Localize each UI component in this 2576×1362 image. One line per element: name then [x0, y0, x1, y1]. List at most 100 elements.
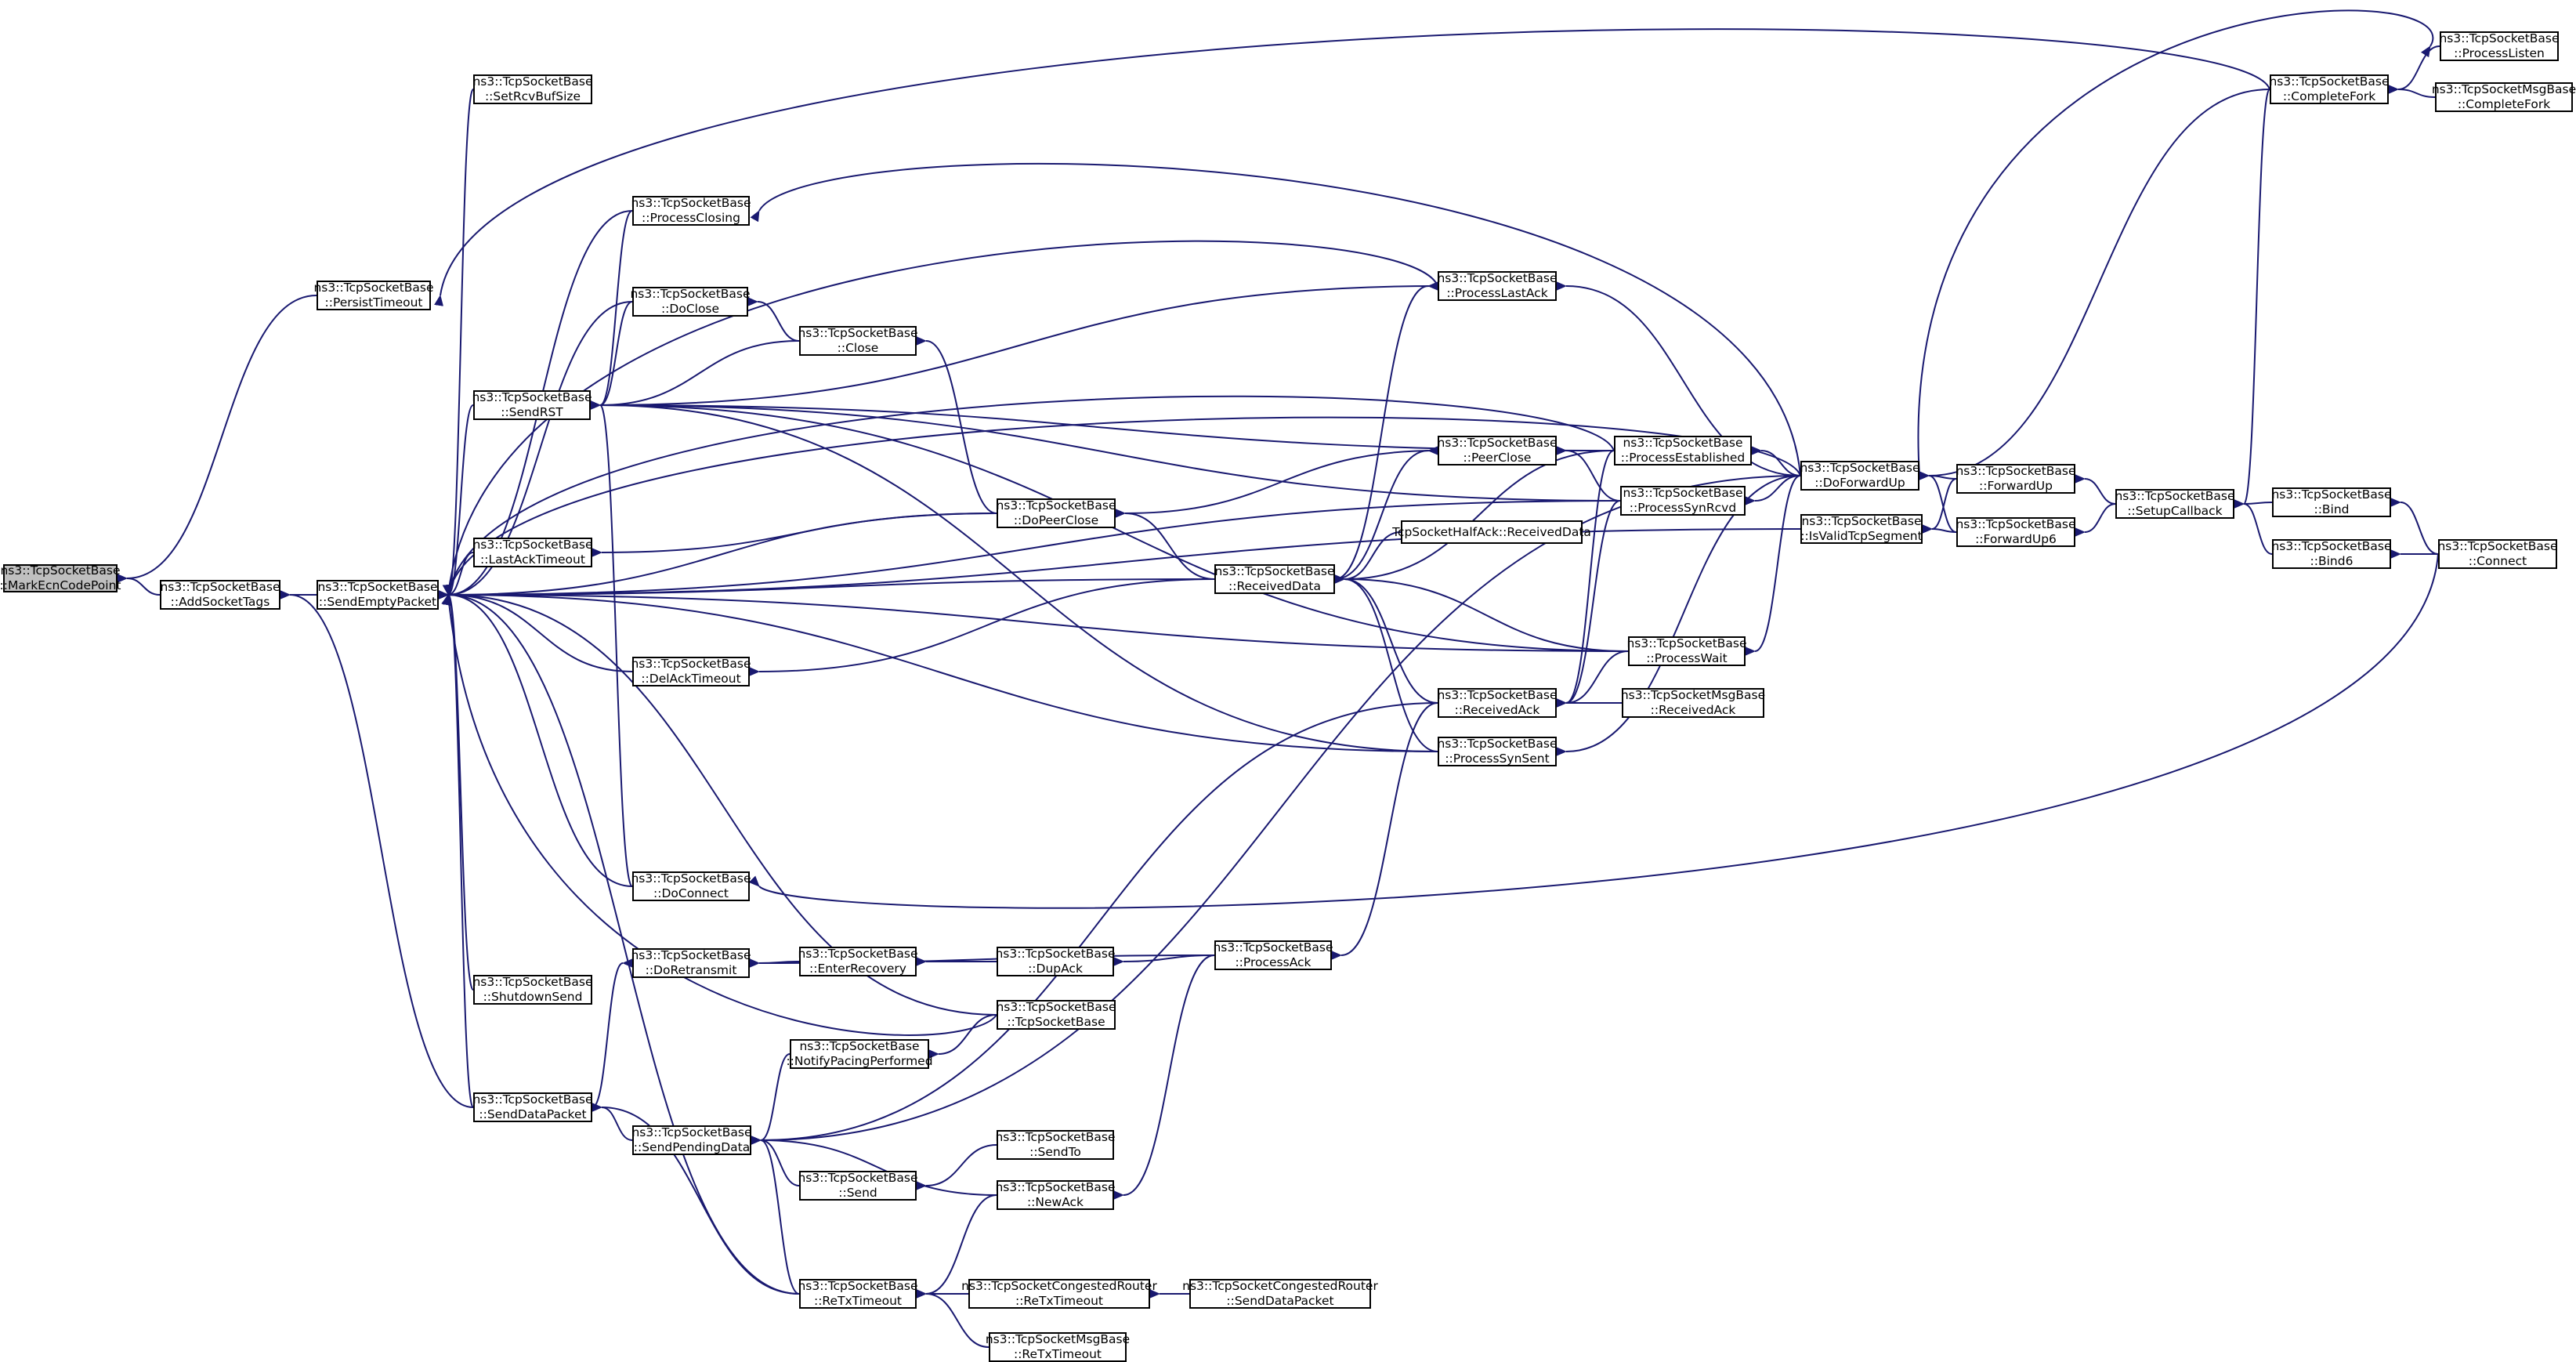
- edge-persist-to-markecn: [116, 295, 317, 584]
- node-delacktimeout[interactable]: ns3::TcpSocketBase::DelAckTimeout: [631, 657, 751, 686]
- edge-completefork-to-setupcb: [2233, 89, 2270, 509]
- node-dupack[interactable]: ns3::TcpSocketBase::DupAck: [995, 947, 1116, 976]
- node-msgretx[interactable]: ns3::TcpSocketMsgBase::ReTxTimeout: [986, 1332, 1130, 1362]
- node-label-line1: ns3::TcpSocketBase: [472, 975, 593, 989]
- node-procsynsent[interactable]: ns3::TcpSocketBase::ProcessSynSent: [1437, 737, 1558, 766]
- node-senddatapacket[interactable]: ns3::TcpSocketBase::SendDataPacket: [472, 1092, 593, 1122]
- node-label-line1: ns3::TcpSocketBase: [2115, 489, 2235, 503]
- node-bind6[interactable]: ns3::TcpSocketBase::Bind6: [2271, 539, 2392, 569]
- node-label-line2: ::Close: [837, 341, 879, 355]
- node-label-line2: ::ProcessListen: [2454, 46, 2545, 60]
- node-completefork[interactable]: ns3::TcpSocketBase::CompleteFork: [2269, 74, 2390, 104]
- node-doconnect[interactable]: ns3::TcpSocketBase::DoConnect: [631, 871, 751, 901]
- node-doretransmit[interactable]: ns3::TcpSocketBase::DoRetransmit: [631, 948, 751, 978]
- edge-halfack-to-receiveddata: [1333, 531, 1402, 585]
- node-halfack[interactable]: TcpSocketHalfAck::ReceivedData: [1392, 520, 1591, 544]
- edge-newack-to-retxtimeout: [915, 1194, 997, 1299]
- edge-retxtimeout-to-senddatapacket: [591, 1102, 800, 1295]
- node-persist[interactable]: ns3::TcpSocketBase::PersistTimeout: [313, 281, 434, 310]
- node-receivedack[interactable]: ns3::TcpSocketBase::ReceivedAck: [1437, 688, 1558, 718]
- node-label-line2: ::ProcessClosing: [642, 211, 740, 225]
- edge-close-to-sendrst: [589, 340, 800, 411]
- node-isvalid[interactable]: ns3::TcpSocketBase::IsValidTcpSegment: [1800, 514, 1923, 544]
- node-bind[interactable]: ns3::TcpSocketBase::Bind: [2271, 487, 2392, 517]
- edge-procestab-to-sendrst: [589, 400, 1615, 451]
- node-forwardup[interactable]: ns3::TcpSocketBase::ForwardUp: [1956, 464, 2076, 494]
- node-procclosing[interactable]: ns3::TcpSocketBase::ProcessClosing: [631, 196, 751, 226]
- node-label-line2: ::EnterRecovery: [809, 962, 906, 976]
- node-label-line2: ::DoClose: [660, 302, 720, 316]
- node-label-line2: ::LastAckTimeout: [480, 552, 585, 567]
- node-label-line1: TcpSocketHalfAck::ReceivedData: [1392, 524, 1591, 539]
- node-congretx[interactable]: ns3::TcpSocketCongestedRouter::ReTxTimeo…: [961, 1279, 1157, 1309]
- node-setupcb[interactable]: ns3::TcpSocketBase::SetupCallback: [2115, 489, 2235, 519]
- node-msgreceivedack[interactable]: ns3::TcpSocketMsgBase::ReceivedAck: [1621, 688, 1765, 718]
- node-doforwardup[interactable]: ns3::TcpSocketBase::DoForwardUp: [1800, 461, 1920, 491]
- node-label-line2: ::IsValidTcpSegment: [1800, 529, 1923, 543]
- node-doclose[interactable]: ns3::TcpSocketBase::DoClose: [630, 287, 751, 317]
- node-dopeerclose[interactable]: ns3::TcpSocketBase::DoPeerClose: [996, 498, 1116, 528]
- node-label-line2: ::SendTo: [1029, 1145, 1081, 1159]
- edge-doforwardup-to-proclastack: [1555, 281, 1801, 476]
- node-label-line1: ns3::TcpSocketBase: [996, 498, 1116, 513]
- node-label-line2: ::NewAck: [1026, 1195, 1084, 1209]
- node-proclastack[interactable]: ns3::TcpSocketBase::ProcessLastAck: [1437, 271, 1558, 301]
- node-label-line2: ::ReceivedData: [1228, 579, 1321, 593]
- edge-procsynrcvd-to-receivedack: [1555, 500, 1621, 708]
- node-label-line1: ns3::TcpSocketBase: [1956, 464, 2076, 478]
- node-send[interactable]: ns3::TcpSocketBase::Send: [798, 1171, 918, 1201]
- node-retxtimeout[interactable]: ns3::TcpSocketBase::ReTxTimeout: [798, 1279, 918, 1309]
- node-label-line1: ns3::TcpSocketBase: [798, 1279, 918, 1293]
- node-proclisten[interactable]: ns3::TcpSocketBase::ProcessListen: [2439, 31, 2560, 61]
- node-label-line1: ns3::TcpSocketBase: [1437, 688, 1558, 702]
- node-processack[interactable]: ns3::TcpSocketBase::ProcessAck: [1213, 940, 1333, 970]
- node-addtags[interactable]: ns3::TcpSocketBase::AddSocketTags: [160, 580, 280, 610]
- node-label-line2: ::AddSocketTags: [170, 595, 270, 609]
- edge-connect-to-bind: [2390, 497, 2439, 555]
- edge-send-to-sendpending: [750, 1135, 800, 1186]
- node-label-line2: ::DoPeerClose: [1013, 513, 1099, 527]
- node-label-line1: ns3::TcpSocketBase: [995, 947, 1116, 961]
- node-label-line2: ::DoConnect: [653, 886, 729, 900]
- node-congsenddata[interactable]: ns3::TcpSocketCongestedRouter::SendDataP…: [1182, 1279, 1378, 1309]
- node-label-line1: ns3::TcpSocketBase: [2437, 539, 2558, 553]
- node-label-line1: ns3::TcpSocketBase: [630, 287, 751, 301]
- node-sendpending[interactable]: ns3::TcpSocketBase::SendPendingData: [631, 1125, 752, 1155]
- node-sendto[interactable]: ns3::TcpSocketBase::SendTo: [995, 1130, 1116, 1160]
- node-label-line1: ns3::TcpSocketMsgBase: [2431, 82, 2576, 96]
- node-sendrst[interactable]: ns3::TcpSocketBase::SendRST: [472, 390, 592, 420]
- edge-ctor-to-sendempty: [437, 589, 997, 1016]
- node-procestab[interactable]: ns3::TcpSocketBase::ProcessEstablished: [1614, 436, 1752, 465]
- node-ctor[interactable]: ns3::TcpSocketBase::TcpSocketBase: [996, 1000, 1116, 1030]
- edge-procsynsent-to-sendrst: [589, 400, 1438, 752]
- node-shutdownsend[interactable]: ns3::TcpSocketBase::ShutdownSend: [472, 975, 593, 1005]
- node-label-line2: ::Send: [838, 1186, 877, 1200]
- node-label-line1: ns3::TcpSocketBase: [2439, 31, 2560, 45]
- node-connect[interactable]: ns3::TcpSocketBase::Connect: [2437, 539, 2558, 569]
- node-enterrecovery[interactable]: ns3::TcpSocketBase::EnterRecovery: [798, 947, 918, 976]
- node-setrcvbuf[interactable]: ns3::TcpSocketBase::SetRcvBufSize: [472, 74, 593, 104]
- edge-receiveddata-to-dopeerclose: [1114, 508, 1215, 580]
- node-notifypacing[interactable]: ns3::TcpSocketBase::NotifyPacingPerforme…: [786, 1039, 933, 1069]
- node-peerclose[interactable]: ns3::TcpSocketBase::PeerClose: [1437, 436, 1558, 465]
- edge-processack-to-newack: [1113, 954, 1215, 1201]
- node-procsynrcvd[interactable]: ns3::TcpSocketBase::ProcessSynRcvd: [1620, 486, 1746, 516]
- node-label-line2: ::CompleteFork: [2457, 97, 2551, 111]
- node-msgcompletefork[interactable]: ns3::TcpSocketMsgBase::CompleteFork: [2431, 82, 2576, 112]
- edge-senddatapacket-to-doretransmit: [592, 958, 634, 1108]
- node-label-line1: ns3::TcpSocketBase: [798, 947, 918, 961]
- node-forwardup6[interactable]: ns3::TcpSocketBase::ForwardUp6: [1956, 517, 2076, 547]
- node-label-line2: ::ReTxTimeout: [1013, 1347, 1102, 1361]
- node-lastacktimeout[interactable]: ns3::TcpSocketBase::LastAckTimeout: [472, 538, 593, 567]
- edge-sendto-to-send: [915, 1144, 997, 1191]
- edge-addtags-to-markecn: [116, 573, 161, 596]
- edge-ctor-to-sendempty: [442, 584, 997, 1036]
- node-label-line2: ::DupAck: [1028, 962, 1083, 976]
- node-procwait[interactable]: ns3::TcpSocketBase::ProcessWait: [1626, 636, 1747, 666]
- node-receiveddata[interactable]: ns3::TcpSocketBase::ReceivedData: [1214, 564, 1335, 594]
- node-newack[interactable]: ns3::TcpSocketBase::NewAck: [995, 1180, 1116, 1210]
- edge-procsynrcvd-to-sendrst: [589, 400, 1621, 502]
- node-close[interactable]: ns3::TcpSocketBase::Close: [798, 326, 918, 356]
- node-sendempty[interactable]: ns3::TcpSocketBase::SendEmptyPacket: [317, 580, 439, 610]
